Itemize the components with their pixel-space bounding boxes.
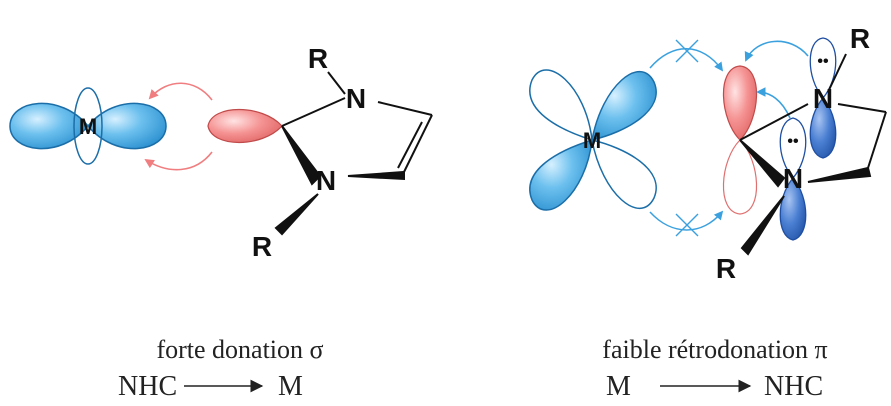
pi-arrow-top [649,48,724,72]
right-panel: M [529,23,887,402]
cross-mark-top [675,39,699,63]
n-top-left: N [346,83,366,114]
nhc-ring-right [739,53,887,256]
lone-pair-arrow-bottom [756,87,791,119]
r-top-left: R [308,43,328,74]
metal-label-left: M [79,114,97,139]
pi-arrow-bottom [649,210,724,231]
lone-pair-bottom: •• [787,133,799,150]
r-bottom-left: R [252,231,272,262]
n-bottom-right: N [783,163,803,194]
nhc-ring-left [274,71,433,236]
eq-to-left: M [278,371,303,402]
sigma-arrow-top [148,82,213,101]
caption-left: forte donation σ [156,335,323,364]
nitrogen-p-orbitals [779,37,837,241]
caption-right: faible rétrodonation π [602,335,827,364]
lone-pair-arrow-top [744,40,809,62]
metal-d-orbital-right: M [529,69,657,211]
eq-to-right: NHC [764,371,823,402]
r-top-right: R [850,23,870,54]
metal-d-orbital-left: M [9,87,167,165]
eq-from-right: M [606,371,631,402]
eq-from-left: NHC [118,371,177,402]
carbene-sigma-lobe [207,109,283,143]
cross-mark-bottom [675,213,699,237]
carbene-p-orbital [722,65,758,215]
sigma-arrow-bottom [144,151,213,171]
lone-pair-top: •• [817,53,829,70]
n-bottom-left: N [316,165,336,196]
metal-label-right: M [583,128,601,153]
r-bottom-right: R [716,253,736,284]
left-panel: M N N R R forte donation σ NHC M [9,43,433,402]
n-top-right: N [813,83,833,114]
